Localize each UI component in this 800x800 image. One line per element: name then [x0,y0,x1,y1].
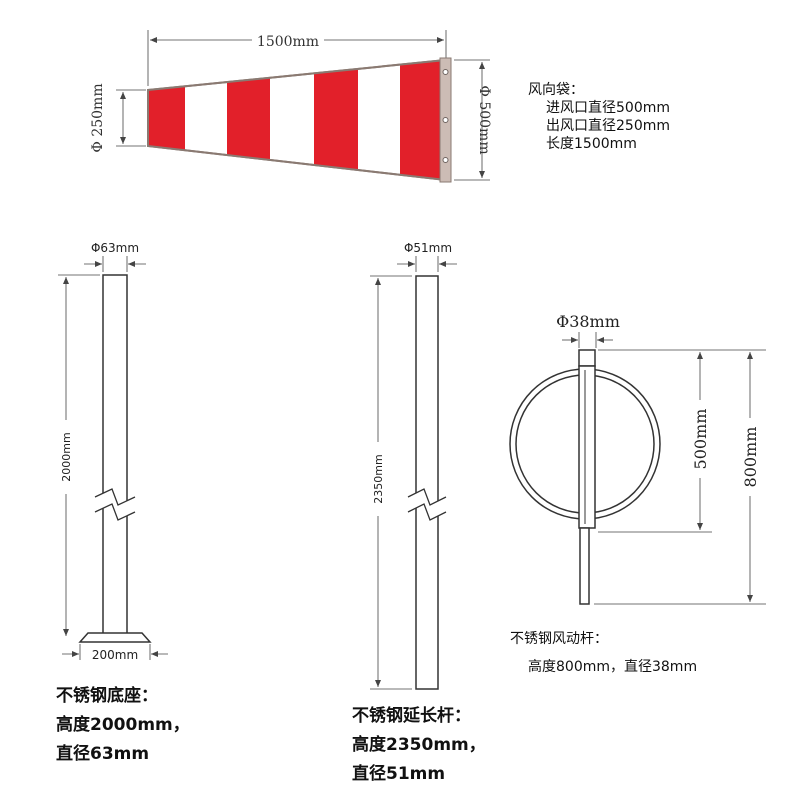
windsock-spec-block: 风向袋： 进风口直径500mm 出风口直径250mm 长度1500mm [528,81,670,153]
windsock-spec-title: 风向袋： [528,82,584,98]
extension-pole-caption-height: 高度2350mm， [352,735,486,755]
label-bg [252,30,324,48]
extension-pole-diameter-label: Φ51mm [404,241,452,255]
red-stripe [148,86,185,151]
break-gap [95,489,135,520]
label-bg [58,420,74,494]
break-gap [408,489,446,520]
rod-tube [578,365,596,529]
base-plate [78,632,152,643]
extension-pole-caption-diameter: 直径51mm [352,764,446,784]
break-mark [94,503,136,521]
rotating-rod-caption-spec: 高度800mm，直径38mm [528,659,698,675]
break-mark [94,488,136,506]
windsock-length-label: 1500mm [257,34,319,50]
base-pole-figure: Φ63mm 2000mm 200mm [58,241,168,662]
windsock-spec-inlet: 进风口直径500mm [546,100,670,116]
label-bg [370,442,386,516]
extension-pole-caption: 不锈钢延长杆： 高度2350mm， 直径51mm [352,702,486,789]
total-height-label: 800mm [741,427,760,488]
rivet [442,157,449,163]
windsock-figure: 1500mm Φ 250mm Φ 500mm [90,30,492,183]
extension-pole-caption-title: 不锈钢延长杆： [352,706,471,726]
break-mark [407,488,447,506]
base-pole-caption-diameter: 直径63mm [56,744,150,764]
extension-pole-tube [415,275,439,690]
windsock-spec-length: 长度1500mm [546,136,637,152]
red-stripe [314,68,358,170]
base-pole-caption: 不锈钢底座： 高度2000mm， 直径63mm [56,682,190,769]
label-bg [690,400,710,478]
label-bg [740,418,760,496]
rivet [442,117,449,123]
rod-cap [578,349,596,367]
windsock-spec-outlet: 出风口直径250mm [546,118,670,134]
rod-stem [579,527,590,605]
base-pole-caption-title: 不锈钢底座： [56,686,158,706]
extension-pole-height-label: 2350mm [372,454,385,503]
windsock-body [147,57,452,183]
rivet [442,69,449,75]
base-pole-height-label: 2000mm [60,432,73,481]
rotating-rod-caption-title: 不锈钢风动杆： [510,631,608,647]
base-pole-diameter-label: Φ63mm [91,241,139,255]
extension-pole-figure: Φ51mm 2350mm [370,241,457,690]
rotating-rod-figure: Φ38mm 500mm 800mm [509,312,766,605]
red-stripe [227,77,270,160]
base-pole-caption-height: 高度2000mm， [56,715,190,735]
red-stripe [400,60,440,180]
ring-height-label: 500mm [691,409,710,470]
rotating-rod-diameter-label: Φ38mm [556,312,620,331]
base-width-label: 200mm [92,648,138,662]
base-pole-tube [102,274,128,636]
windsock-left-diameter-label: Φ 250mm [90,83,106,152]
rotating-rod-caption: 不锈钢风动杆： 高度800mm，直径38mm [510,625,697,681]
windsock-right-diameter-label: Φ 500mm [476,85,492,154]
break-mark [407,503,447,521]
